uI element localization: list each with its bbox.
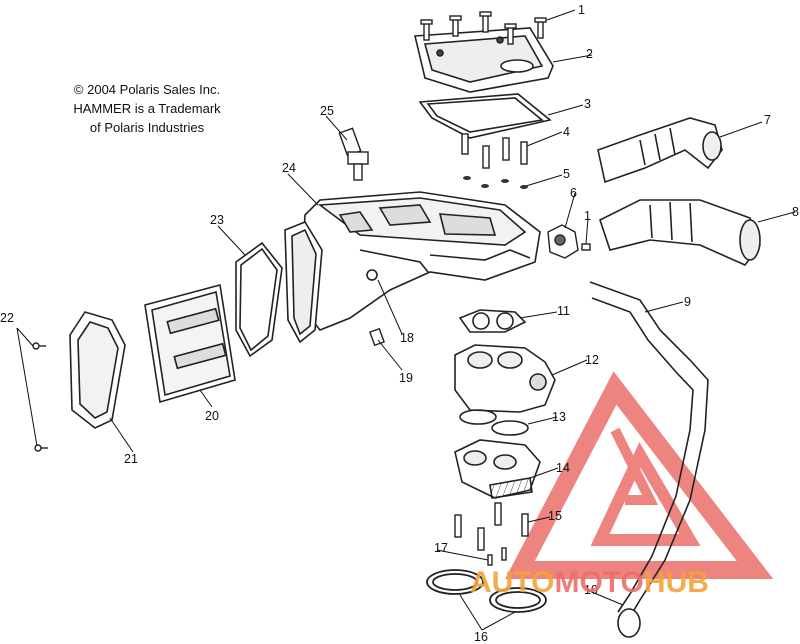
part-7-hose <box>597 117 723 184</box>
part-24-airbox <box>299 191 541 331</box>
part-13-orings <box>459 409 529 436</box>
part-8-hose <box>599 199 761 266</box>
callout-labels: 1 1 2 3 4 5 6 7 8 9 10 11 12 13 14 15 16… <box>0 3 799 644</box>
callout-18: 18 <box>400 331 414 345</box>
callout-11: 11 <box>557 304 570 318</box>
copyright-line-3: of Polaris Industries <box>89 120 205 135</box>
copyright-notice: © 2004 Polaris Sales Inc. HAMMER is a Tr… <box>62 80 232 137</box>
callout-10: 10 <box>584 583 598 597</box>
callout-17: 17 <box>434 541 448 555</box>
callout-19: 19 <box>399 371 413 385</box>
callout-22: 22 <box>0 311 14 325</box>
callout-25: 25 <box>320 104 334 118</box>
part-6-sensor <box>547 224 591 259</box>
callout-3: 3 <box>584 97 591 111</box>
callout-14: 14 <box>556 461 570 475</box>
watermark-hub: HUB <box>644 566 709 599</box>
part-24-frame <box>284 221 323 344</box>
part-9-hose <box>589 281 709 638</box>
watermark-text: AUTOMOTOHUB <box>470 566 709 599</box>
watermark-auto: AUTO <box>470 566 554 599</box>
part-1-screws <box>420 11 547 45</box>
copyright-line-1: © 2004 Polaris Sales Inc. <box>73 82 221 97</box>
leader-lines <box>16 9 796 631</box>
callout-12: 12 <box>585 353 599 367</box>
part-15-bolts <box>454 502 529 551</box>
part-2-lid <box>414 27 554 93</box>
watermark-logo <box>505 371 774 579</box>
watermark-moto: MOTO <box>554 566 643 599</box>
callout-9: 9 <box>684 295 691 309</box>
callout-6: 6 <box>570 186 577 200</box>
callout-1b: 1 <box>584 209 591 223</box>
callout-4: 4 <box>563 125 570 139</box>
part-20-filter <box>144 283 236 404</box>
callout-2: 2 <box>586 47 593 61</box>
part-5-grommets <box>463 176 528 189</box>
part-19-grommet <box>369 327 385 347</box>
callout-16: 16 <box>474 630 488 644</box>
callout-1: 1 <box>578 3 585 17</box>
part-16-clamps <box>426 569 547 613</box>
callout-23: 23 <box>210 213 224 227</box>
part-12-throttle-body <box>454 344 556 413</box>
part-11-gasket <box>458 309 527 333</box>
part-22-screws <box>32 342 48 452</box>
callout-24: 24 <box>282 161 296 175</box>
part-21-cover <box>69 311 126 429</box>
svg-text:AUTOMOTOHUB: AUTOMOTOHUB <box>470 566 709 599</box>
part-17-pin <box>487 547 507 566</box>
callout-5: 5 <box>563 167 570 181</box>
callout-15: 15 <box>548 509 562 523</box>
part-3-gasket <box>418 93 552 139</box>
callout-21: 21 <box>124 452 138 466</box>
copyright-line-2: HAMMER is a Trademark <box>73 101 221 116</box>
callout-7: 7 <box>764 113 771 127</box>
part-25-sensor <box>338 127 369 181</box>
callout-20: 20 <box>205 409 219 423</box>
part-23-seal <box>235 241 283 358</box>
part-4-sleeves <box>461 133 528 169</box>
callout-13: 13 <box>552 410 566 424</box>
part-14-adapter <box>454 439 541 499</box>
callout-8: 8 <box>792 205 799 219</box>
